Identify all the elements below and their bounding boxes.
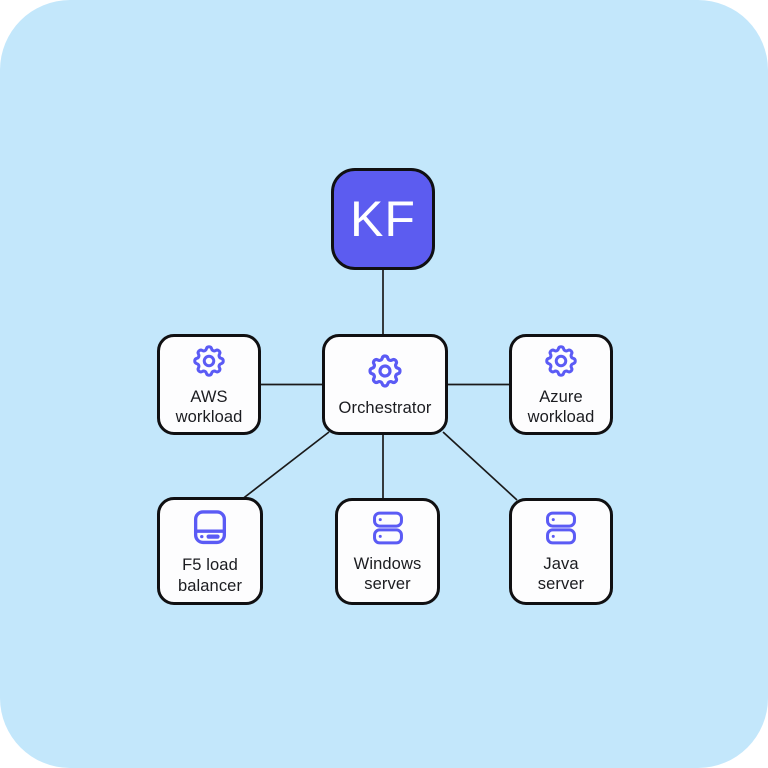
node-windows-server[interactable]: Windows server — [335, 498, 440, 605]
gear-icon — [190, 342, 228, 380]
node-aws-workload[interactable]: AWS workload — [157, 334, 261, 435]
node-label: Windows server — [353, 554, 422, 593]
hard-drive-icon — [189, 506, 231, 548]
gear-icon — [542, 342, 580, 380]
server-icon — [542, 509, 580, 547]
node-label: AWS workload — [175, 387, 243, 426]
node-label: F5 load balancer — [177, 556, 243, 595]
edge-orchestrator-f5 — [240, 431, 330, 501]
node-label: Orchestrator — [338, 398, 432, 417]
edge-orchestrator-java — [442, 431, 518, 501]
gear-icon — [365, 351, 405, 391]
node-f5-load-balancer[interactable]: F5 load balancer — [157, 497, 263, 605]
node-kf[interactable]: KF — [331, 168, 435, 270]
node-azure-workload[interactable]: Azure workload — [509, 334, 613, 435]
node-java-server[interactable]: Java server — [509, 498, 613, 605]
node-label: Azure workload — [527, 387, 595, 426]
kf-logo-text: KF — [350, 191, 416, 247]
server-icon — [369, 509, 407, 547]
node-orchestrator[interactable]: Orchestrator — [322, 334, 448, 435]
node-label: Java server — [537, 554, 585, 593]
